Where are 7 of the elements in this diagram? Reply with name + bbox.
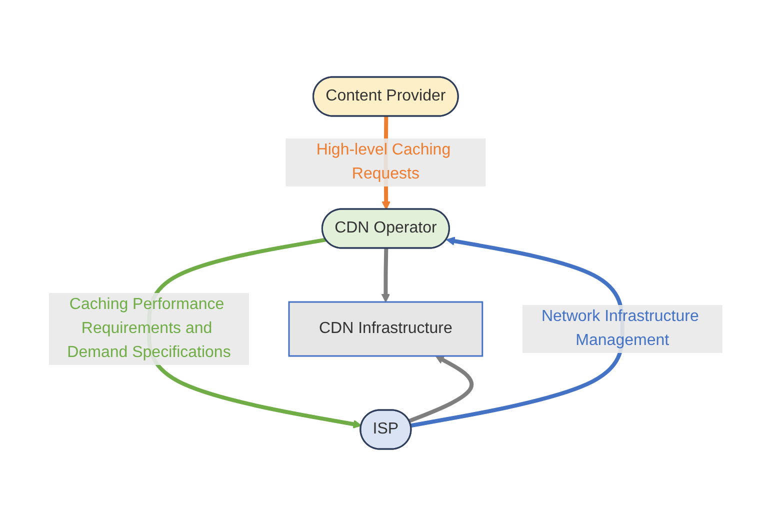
edge-label: Network Infrastructure Management [542,308,700,348]
node-box: CDN Infrastructure [288,300,484,356]
arrow [382,248,390,302]
arrow [410,236,625,428]
arrow [408,355,474,422]
edge-label: Caching Performance Requirements and Demand Specifications [67,296,232,360]
edge-label: High-level Caching Requests [316,141,451,182]
